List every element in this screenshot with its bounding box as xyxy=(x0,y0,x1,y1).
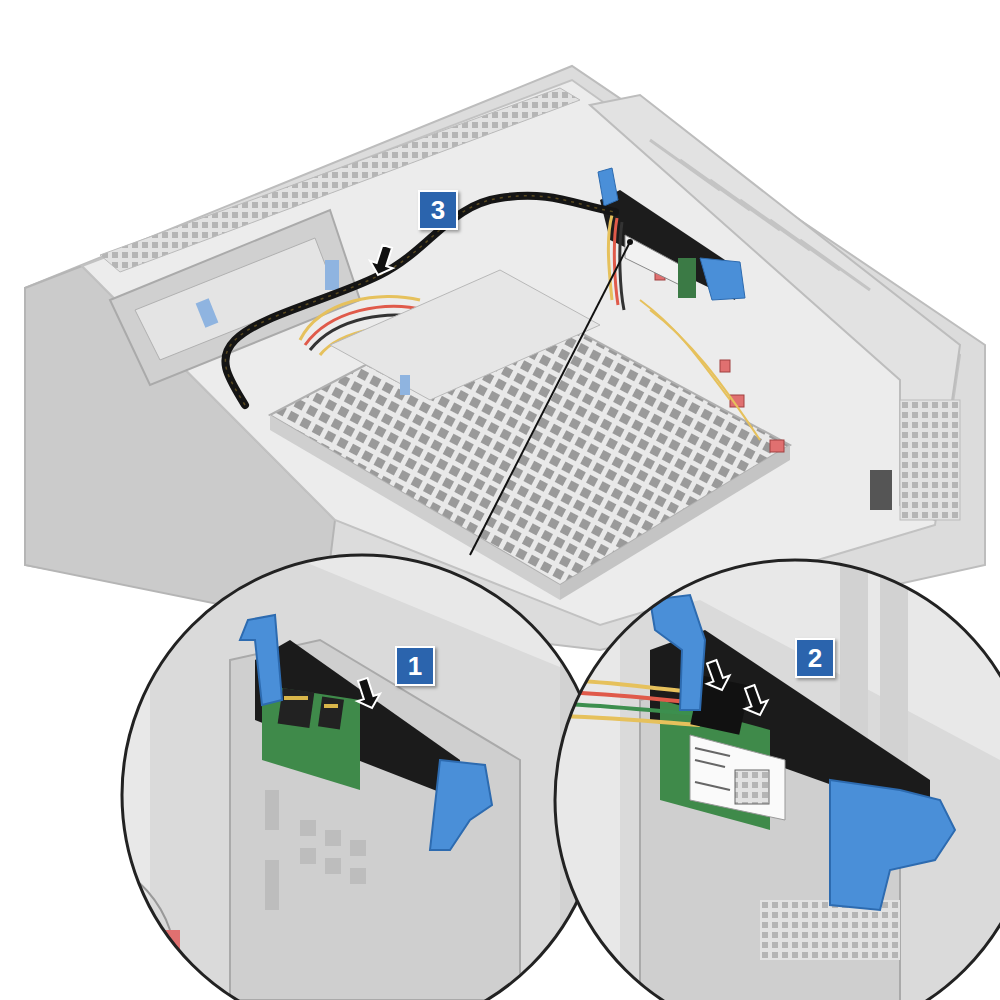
callout-number: 2 xyxy=(808,645,822,671)
callout-box: 3 xyxy=(418,190,458,230)
callout-box: 1 xyxy=(395,646,435,686)
callout-number: 3 xyxy=(431,197,445,223)
detail-inset xyxy=(550,555,1000,1000)
leader-dot xyxy=(627,239,633,245)
callout-number: 1 xyxy=(408,653,422,679)
leader-line xyxy=(470,242,630,555)
direction-arrow xyxy=(367,243,399,279)
callout-box: 2 xyxy=(795,638,835,678)
hard-drive-bracket xyxy=(598,168,745,310)
computer-chassis xyxy=(25,66,985,650)
